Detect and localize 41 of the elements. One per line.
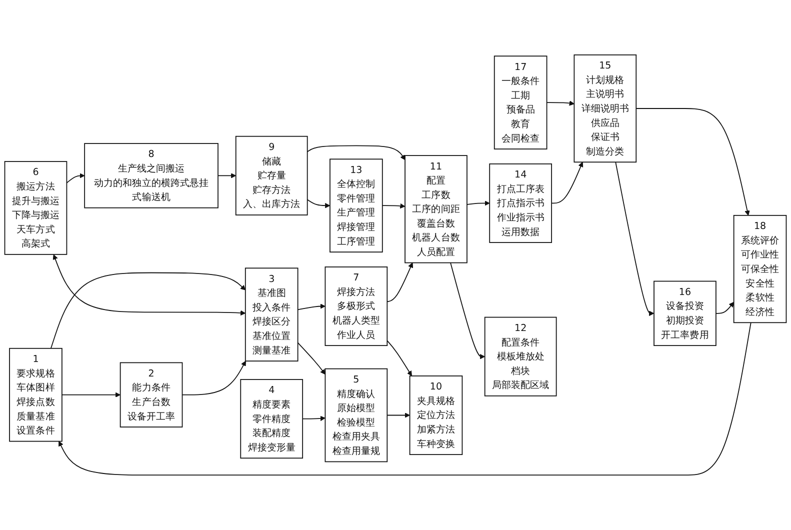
arrow — [182, 360, 246, 396]
arrow — [52, 254, 246, 316]
arrow — [450, 262, 486, 360]
arrow — [716, 302, 734, 314]
node-box: 2 能力条件 生产台数 设备开工率 — [120, 362, 183, 428]
node-box: 3 基准图 投入条件 焊接区分 基准位置 测量基准 — [244, 268, 298, 362]
arrow — [386, 340, 412, 376]
arrow — [58, 322, 752, 476]
node-box: 9 储藏 贮存量 贮存方法 入、出库方法 — [235, 136, 308, 216]
arrow — [306, 145, 406, 160]
arrow — [615, 162, 654, 316]
arrow — [551, 162, 584, 204]
node-box: 15 计划规格 主说明书 详细说明书 供应品 保证书 制造分类 — [574, 54, 637, 163]
node-box: 17 一般条件 工期 预备品 教育 会同检查 — [494, 56, 548, 150]
arrow — [306, 199, 330, 208]
arrow — [297, 342, 326, 375]
arrow — [382, 203, 406, 209]
arrow — [466, 200, 490, 206]
node-box: 18 系统评价 可作业性 可保全性 安全性 柔软性 经济性 — [733, 214, 787, 324]
node-box: 7 焊接方法 多极形式 机器人类型 作业人员 — [324, 266, 388, 346]
node-box: 14 打点工序表 打点指示书 作业指示书 运用数据 — [489, 163, 552, 243]
arrow — [386, 262, 414, 302]
node-box: 6 搬运方法 提升与搬运 下降与搬运 天车方式 高架式 — [4, 161, 68, 255]
arrow — [546, 100, 574, 106]
node-box: 5 精度确认 原始模型 检验模型 检查用夹具 检查用量规 — [324, 368, 388, 462]
node-box: 12 配置条件 模板堆放处 档块 局部装配区域 — [484, 316, 557, 396]
arrow — [66, 173, 85, 184]
arrow — [62, 392, 121, 398]
arrow — [50, 272, 246, 349]
arrow — [636, 108, 750, 216]
node-box: 4 精度要素 零件精度 装配精度 焊接变形量 — [240, 379, 304, 459]
node-box: 1 要求规格 车体图样 焊接点数 质量基准 设置条件 — [9, 348, 62, 442]
arrow — [218, 173, 236, 178]
arrow — [386, 412, 410, 418]
arrow — [297, 304, 326, 310]
node-box: 11 配置 工序数 工序的间距 覆盖台数 机器人台数 人员配置 — [404, 155, 468, 264]
arrow — [302, 416, 326, 422]
node-box: 13 全体控制 零件管理 生产管理 焊接管理 工序管理 — [330, 158, 383, 252]
node-box: 8 生产线之间搬运 动力的和独立的横跨式悬挂式输送机 — [84, 143, 218, 208]
node-box: 10 夹具规格 定位方法 加紧方法 车种变换 — [409, 375, 463, 455]
node-box: 16 设备投资 初期投资 开工率费用 — [654, 280, 716, 346]
